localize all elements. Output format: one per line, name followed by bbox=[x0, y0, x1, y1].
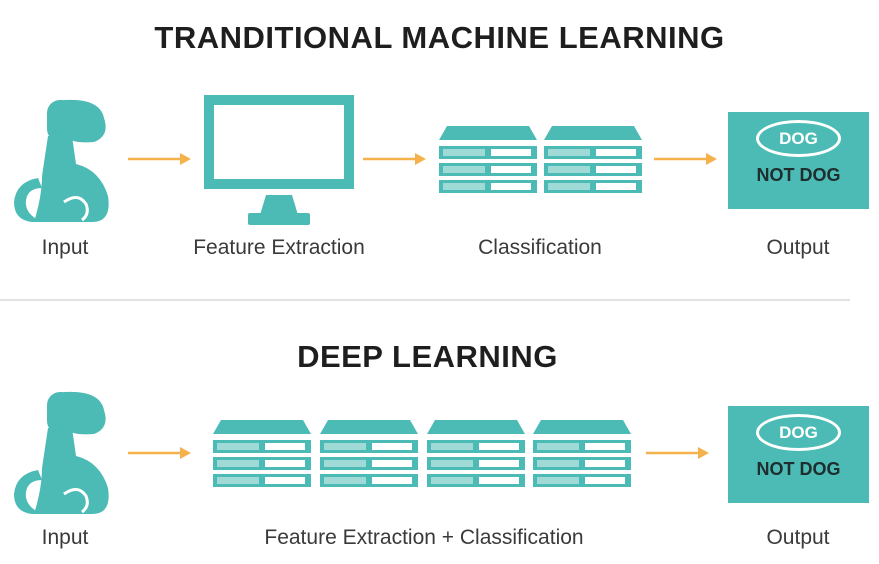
monitor-icon bbox=[204, 95, 354, 225]
arrow-right-icon bbox=[654, 153, 717, 165]
deep-learning-title: DEEP LEARNING bbox=[297, 339, 558, 374]
not-dog-output: NOT DOG bbox=[756, 459, 841, 479]
not-dog-output: NOT DOG bbox=[756, 165, 841, 185]
server-stack-icon bbox=[213, 420, 311, 487]
dog-icon bbox=[14, 99, 109, 222]
arrow-right-icon bbox=[646, 447, 709, 459]
server-stack-icon bbox=[533, 420, 631, 487]
input-label: Input bbox=[41, 236, 89, 259]
server-stack-icon bbox=[427, 420, 525, 487]
output-label: Output bbox=[766, 526, 830, 549]
server-stack-icon bbox=[320, 420, 418, 487]
dog-output-oval: DOG bbox=[756, 120, 841, 157]
server-stack-icon bbox=[439, 126, 537, 193]
output-box: DOG NOT DOG bbox=[728, 406, 869, 503]
output-box: DOG NOT DOG bbox=[728, 112, 869, 209]
arrow-right-icon bbox=[363, 153, 426, 165]
output-label: Output bbox=[766, 236, 830, 259]
classification-label: Classification bbox=[478, 236, 602, 259]
arrow-right-icon bbox=[128, 153, 191, 165]
dog-icon bbox=[14, 391, 109, 514]
server-stack-icon bbox=[544, 126, 642, 193]
arrow-right-icon bbox=[128, 447, 191, 459]
input-label: Input bbox=[41, 526, 89, 549]
feature-extraction-label: Feature Extraction bbox=[193, 236, 365, 259]
feature-extraction-classification-label: Feature Extraction + Classification bbox=[264, 526, 584, 549]
traditional-ml-title: TRANDITIONAL MACHINE LEARNING bbox=[154, 20, 725, 55]
dog-output-oval: DOG bbox=[756, 414, 841, 451]
section-divider bbox=[0, 299, 850, 301]
